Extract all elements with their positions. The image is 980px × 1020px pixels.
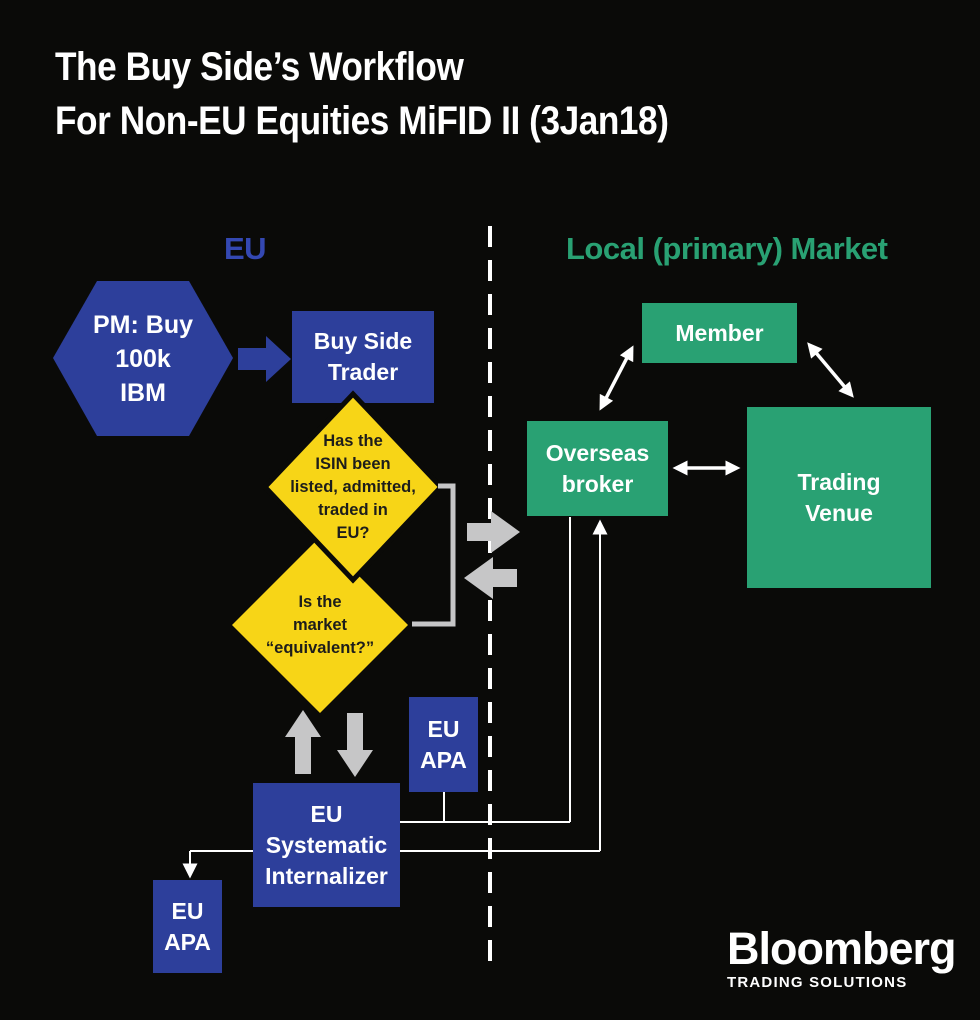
flow-down-arrow-icon bbox=[337, 713, 373, 777]
node-eu-apa-bottom-label: EU APA bbox=[164, 897, 211, 955]
diamond-equivalent-label: Is the market “equivalent?” bbox=[265, 592, 375, 657]
page-title: The Buy Side’s Workflow For Non-EU Equit… bbox=[55, 40, 669, 148]
node-eu-apa-bottom: EU APA bbox=[153, 880, 222, 973]
node-member-label: Member bbox=[675, 319, 764, 346]
section-label-eu: EU bbox=[224, 231, 267, 266]
node-trading-venue-label: Trading Venue bbox=[797, 468, 881, 526]
node-buy-side-trader-label: Buy Side Trader bbox=[313, 328, 413, 385]
title-line-2: For Non-EU Equities MiFID II (3Jan18) bbox=[55, 99, 669, 143]
node-pm-label: PM: Buy 100k IBM bbox=[93, 310, 193, 407]
bloomberg-tagline: TRADING SOLUTIONS bbox=[727, 974, 908, 991]
link-member-venue bbox=[807, 342, 854, 398]
flow-up-arrow-icon bbox=[285, 710, 321, 774]
node-eu-systematic-internalizer-label: EU Systematic Internalizer bbox=[265, 800, 388, 889]
link-member-broker bbox=[599, 345, 634, 411]
node-eu-systematic-internalizer: EU Systematic Internalizer bbox=[253, 783, 400, 907]
flow-left-arrow-icon bbox=[464, 557, 517, 599]
node-eu-apa-mid: EU APA bbox=[409, 697, 478, 792]
bloomberg-logo: Bloomberg TRADING SOLUTIONS bbox=[727, 923, 957, 992]
title-line-1: The Buy Side’s Workflow bbox=[55, 45, 464, 89]
bloomberg-wordmark: Bloomberg bbox=[727, 923, 957, 974]
node-pm: PM: Buy 100k IBM bbox=[53, 281, 233, 436]
pm-to-trader-arrow-icon bbox=[238, 336, 291, 382]
node-trading-venue: Trading Venue bbox=[747, 407, 931, 588]
node-overseas-broker: Overseas broker bbox=[527, 421, 668, 516]
node-eu-apa-mid-label: EU APA bbox=[420, 715, 467, 773]
section-label-local: Local (primary) Market bbox=[566, 231, 888, 266]
node-overseas-broker-label: Overseas broker bbox=[545, 439, 650, 497]
node-buy-side-trader: Buy Side Trader bbox=[292, 311, 434, 403]
node-member: Member bbox=[642, 303, 797, 363]
flow-right-arrow-icon bbox=[467, 511, 520, 553]
diamond-isin-label: Has the ISIN been listed, admitted, trad… bbox=[290, 431, 416, 542]
diamond-equivalent-question: Is the market “equivalent?” bbox=[232, 537, 408, 713]
